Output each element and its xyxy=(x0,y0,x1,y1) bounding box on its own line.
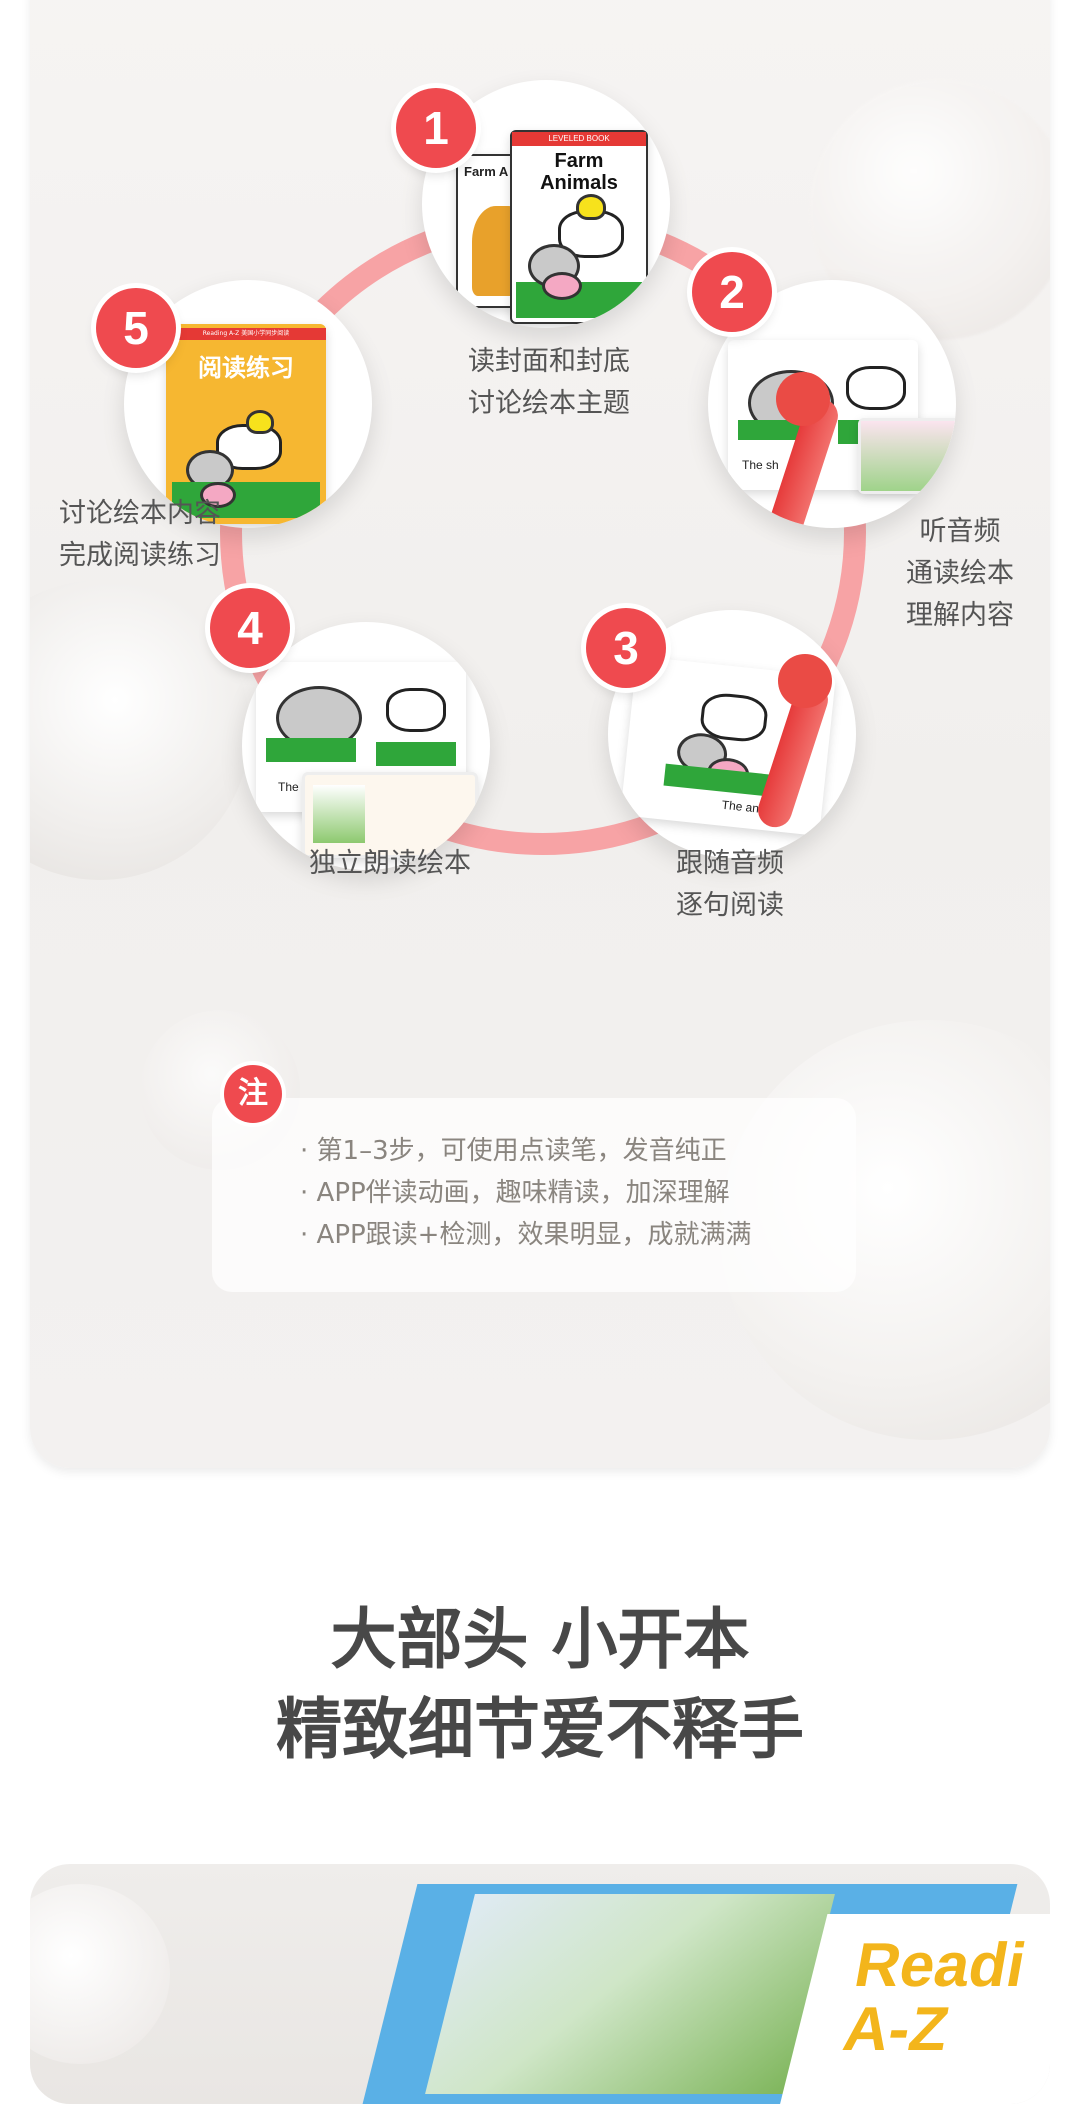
tablet-animation xyxy=(313,785,365,843)
pen-head xyxy=(778,654,832,708)
book-title: Farm Animals xyxy=(540,150,618,194)
step-5-label: 讨论绘本内容 完成阅读练习 xyxy=(40,493,240,577)
grass xyxy=(172,482,320,518)
step-4-illustration: The sh xyxy=(242,622,490,870)
headline-line-2: 精致细节爱不释手 xyxy=(276,1691,804,1768)
product-box-title: Readi A-Z xyxy=(838,1931,1031,2064)
note-item: APP伴读动画，趣味精读，加深理解 xyxy=(300,1172,751,1214)
step-4-label-line: 独立朗读绘本 xyxy=(309,848,471,879)
page-caption: The sh xyxy=(742,458,779,472)
note-item: 第1–3步，可使用点读笔，发音纯正 xyxy=(300,1130,751,1172)
step-1-label-line: 读封面和封底 xyxy=(468,346,630,377)
step-5-label-line: 完成阅读练习 xyxy=(59,540,221,571)
grass xyxy=(376,742,456,766)
front-book-cover: LEVELED BOOK Farm Animals xyxy=(510,130,648,324)
step-3-label-line: 逐句阅读 xyxy=(676,890,784,921)
note-badge: 注 xyxy=(224,1065,282,1123)
decorative-sphere xyxy=(30,1884,170,2064)
book-series-label: Reading A-Z 美国小学同步阅读 xyxy=(166,328,326,340)
step-3-label: 跟随音频 逐句阅读 xyxy=(620,843,840,927)
step-2-label: 听音频 通读绘本 理解内容 xyxy=(860,511,1050,637)
book-title: 阅读练习 xyxy=(198,354,294,382)
reading-steps-card: Farm A LEVELED BOOK Farm Animals 1 读封面和封… xyxy=(30,0,1050,1468)
product-box-artwork xyxy=(425,1894,835,2094)
step-5-label-line: 讨论绘本内容 xyxy=(59,498,221,529)
step-2-label-line: 理解内容 xyxy=(906,600,1014,631)
step-4-badge: 4 xyxy=(210,588,290,668)
book-series-label: LEVELED BOOK xyxy=(512,132,646,146)
headline-line-1: 大部头 小开本 xyxy=(330,1601,750,1678)
cow-shape xyxy=(386,688,446,732)
back-book-title: Farm A xyxy=(464,164,509,179)
step-1-label: 读封面和封底 讨论绘本主题 xyxy=(424,341,674,425)
tablet-animation xyxy=(861,421,956,491)
step-2-badge: 2 xyxy=(692,252,772,332)
tablet-screen xyxy=(858,418,956,494)
pen-head xyxy=(776,372,830,426)
pig-shape xyxy=(200,482,236,508)
step-2-label-line: 通读绘本 xyxy=(906,558,1014,589)
step-1-label-line: 讨论绘本主题 xyxy=(468,388,630,419)
grass xyxy=(266,738,356,762)
product-title-text: Readi xyxy=(849,1931,1031,2000)
duck-shape xyxy=(576,194,606,220)
tablet-screen xyxy=(302,772,478,858)
step-1-badge: 1 xyxy=(396,88,476,168)
product-subtitle-text: A-Z xyxy=(838,1995,954,2064)
step-2-label-line: 听音频 xyxy=(919,516,1001,547)
step-4-label: 独立朗读绘本 xyxy=(260,843,520,885)
duck-shape xyxy=(246,410,274,434)
note-list: 第1–3步，可使用点读笔，发音纯正 APP伴读动画，趣味精读，加深理解 APP跟… xyxy=(300,1130,752,1256)
note-item: APP跟读+检测，效果明显，成就满满 xyxy=(300,1214,752,1256)
pig-shape xyxy=(542,272,582,300)
step-3-badge: 3 xyxy=(586,608,666,688)
step-3-label-line: 跟随音频 xyxy=(676,848,784,879)
cow-shape xyxy=(846,366,906,410)
step-5-badge: 5 xyxy=(96,288,176,368)
step-2-illustration: The sh xyxy=(708,280,956,528)
workbook-cover: Reading A-Z 美国小学同步阅读 阅读练习 xyxy=(166,324,326,524)
product-image-card: Readi A-Z xyxy=(30,1864,1050,2104)
